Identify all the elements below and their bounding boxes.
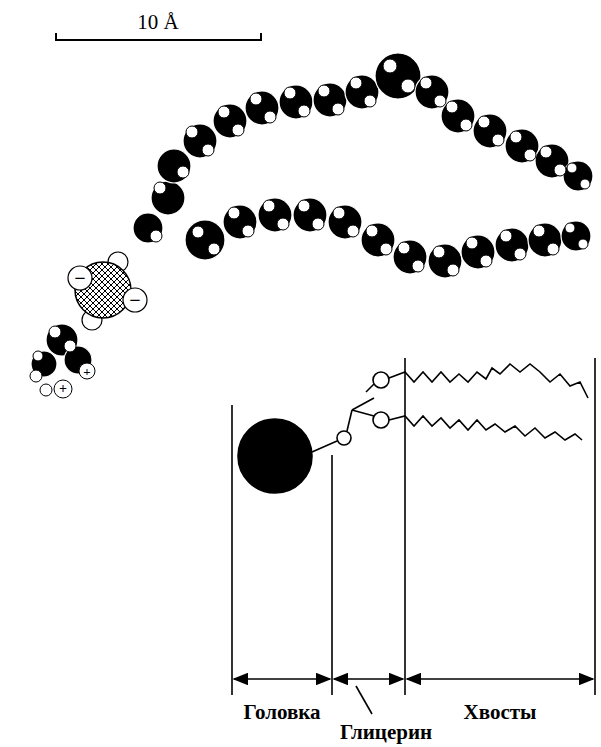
part-label: Глицерин	[340, 722, 432, 743]
part-label: Головка	[243, 702, 320, 723]
charge-sign: +	[83, 365, 90, 378]
leader-line	[356, 686, 372, 714]
schematic	[232, 358, 595, 714]
scale-bar	[55, 33, 262, 41]
charge-sign: +	[59, 382, 67, 396]
part-label: Хвосты	[464, 702, 537, 723]
scale-label: 10 Å	[137, 12, 178, 33]
space-filling-model	[30, 53, 593, 398]
charge-sign: −	[74, 268, 85, 288]
charge-sign: −	[129, 290, 140, 310]
